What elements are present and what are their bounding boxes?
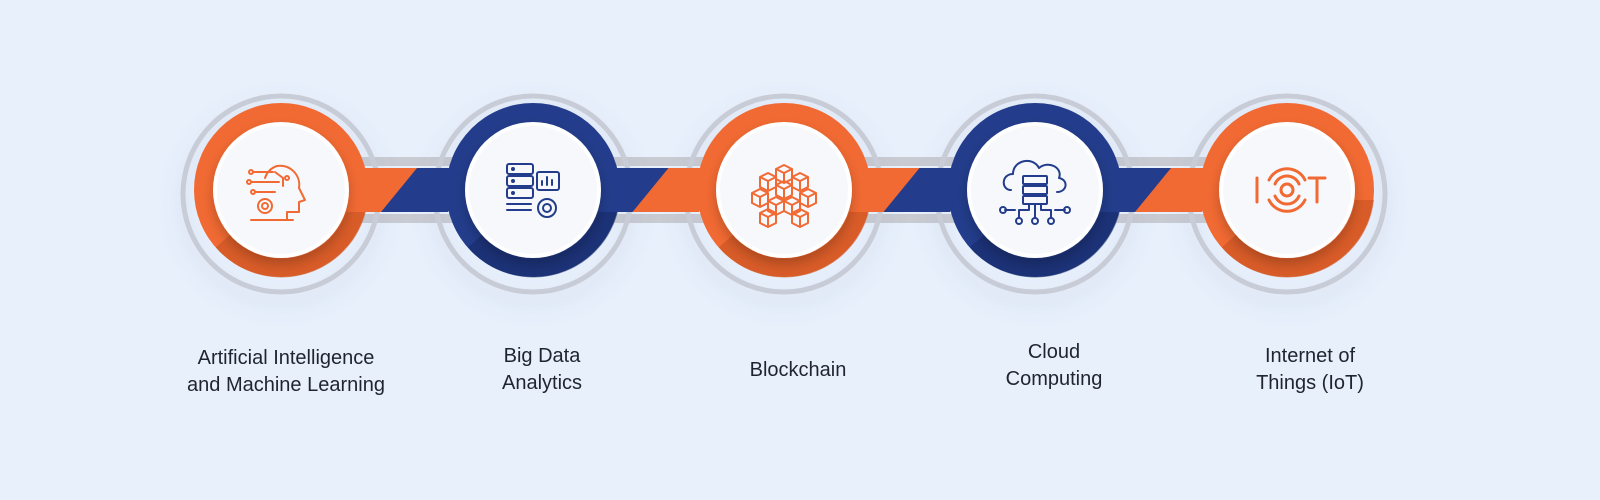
database-analytics-icon [506, 163, 560, 218]
wire-node [1015, 217, 1023, 225]
label-iot: Internet of Things (IoT) [1180, 343, 1440, 397]
head-top [264, 165, 278, 179]
connector-bottom [1105, 214, 1217, 223]
circuit-node [284, 175, 290, 181]
inner-disc-face [1223, 126, 1351, 254]
connectors [351, 157, 1217, 223]
cloud-server-icon [999, 159, 1071, 225]
gear [537, 198, 557, 218]
ring-shade [467, 200, 620, 278]
connector-bottom [854, 214, 965, 223]
cube [791, 208, 809, 228]
cube [791, 172, 809, 192]
ring-shade [1221, 200, 1374, 278]
gear [257, 198, 273, 214]
server-unit [1022, 185, 1048, 195]
gear-hub [261, 202, 269, 210]
inner-disc-face [971, 126, 1099, 254]
iot-icon [1255, 167, 1327, 213]
connector-bottom [603, 214, 714, 223]
ring-shade [969, 200, 1122, 278]
label-line: and Machine Learning [187, 374, 385, 396]
cube [759, 208, 777, 228]
chart-frame [536, 171, 560, 191]
connector-top [1105, 157, 1217, 166]
label-line: Analytics [501, 372, 583, 394]
inner-disc-face [217, 126, 345, 254]
cube [799, 188, 817, 208]
db-dot [511, 179, 515, 183]
label-cloud: Cloud Computing [924, 339, 1184, 393]
label-line: Big Data [503, 345, 581, 367]
cube [775, 180, 793, 200]
db-tier [506, 163, 534, 175]
ai-head-icon [246, 164, 306, 221]
label-line: Blockchain [749, 359, 847, 381]
connector-band [1123, 168, 1224, 212]
wire-node [1031, 217, 1039, 225]
wire [1040, 203, 1052, 219]
ring-shade [215, 200, 368, 278]
label-ai-ml: Artificial Intelligence and Machine Lear… [156, 345, 416, 399]
label-line: Cloud [1027, 341, 1081, 363]
wire-node [1047, 217, 1055, 225]
label-big-data: Big Data Analytics [412, 343, 672, 397]
circuit-node [248, 169, 254, 175]
cube [751, 188, 769, 208]
wire-node [999, 206, 1007, 214]
circuit-node [250, 189, 256, 195]
connector-top [351, 157, 463, 166]
db-dot [511, 167, 515, 171]
db-tier [506, 187, 534, 199]
server-unit [1022, 175, 1048, 185]
cloud [1002, 159, 1067, 193]
connector-band [369, 168, 470, 212]
connector-bottom [351, 214, 463, 223]
wire [1018, 203, 1030, 219]
db-tier [506, 175, 534, 187]
connector-top [854, 157, 965, 166]
circuit-node [246, 179, 252, 185]
wire-node [1063, 206, 1071, 214]
iot-o-arc [1267, 167, 1307, 213]
connector-top [603, 157, 714, 166]
connector-band [871, 168, 972, 212]
connector-band [620, 168, 721, 212]
cube [759, 172, 777, 192]
label-line: Artificial Intelligence [197, 347, 375, 369]
gear-hub [542, 203, 552, 213]
ring-shade [718, 200, 871, 278]
label-blockchain: Blockchain [668, 357, 928, 384]
iot-t [1307, 176, 1327, 204]
iot-o-core [1279, 182, 1295, 198]
label-line: Things (IoT) [1256, 372, 1364, 394]
db-dot [511, 191, 515, 195]
head-outline [276, 164, 306, 221]
label-line: Computing [1005, 368, 1103, 390]
iot-o-arc [1273, 174, 1301, 206]
circuit-line [274, 171, 284, 187]
label-line: Internet of [1264, 345, 1356, 367]
blockchain-cubes-icon [751, 164, 817, 228]
